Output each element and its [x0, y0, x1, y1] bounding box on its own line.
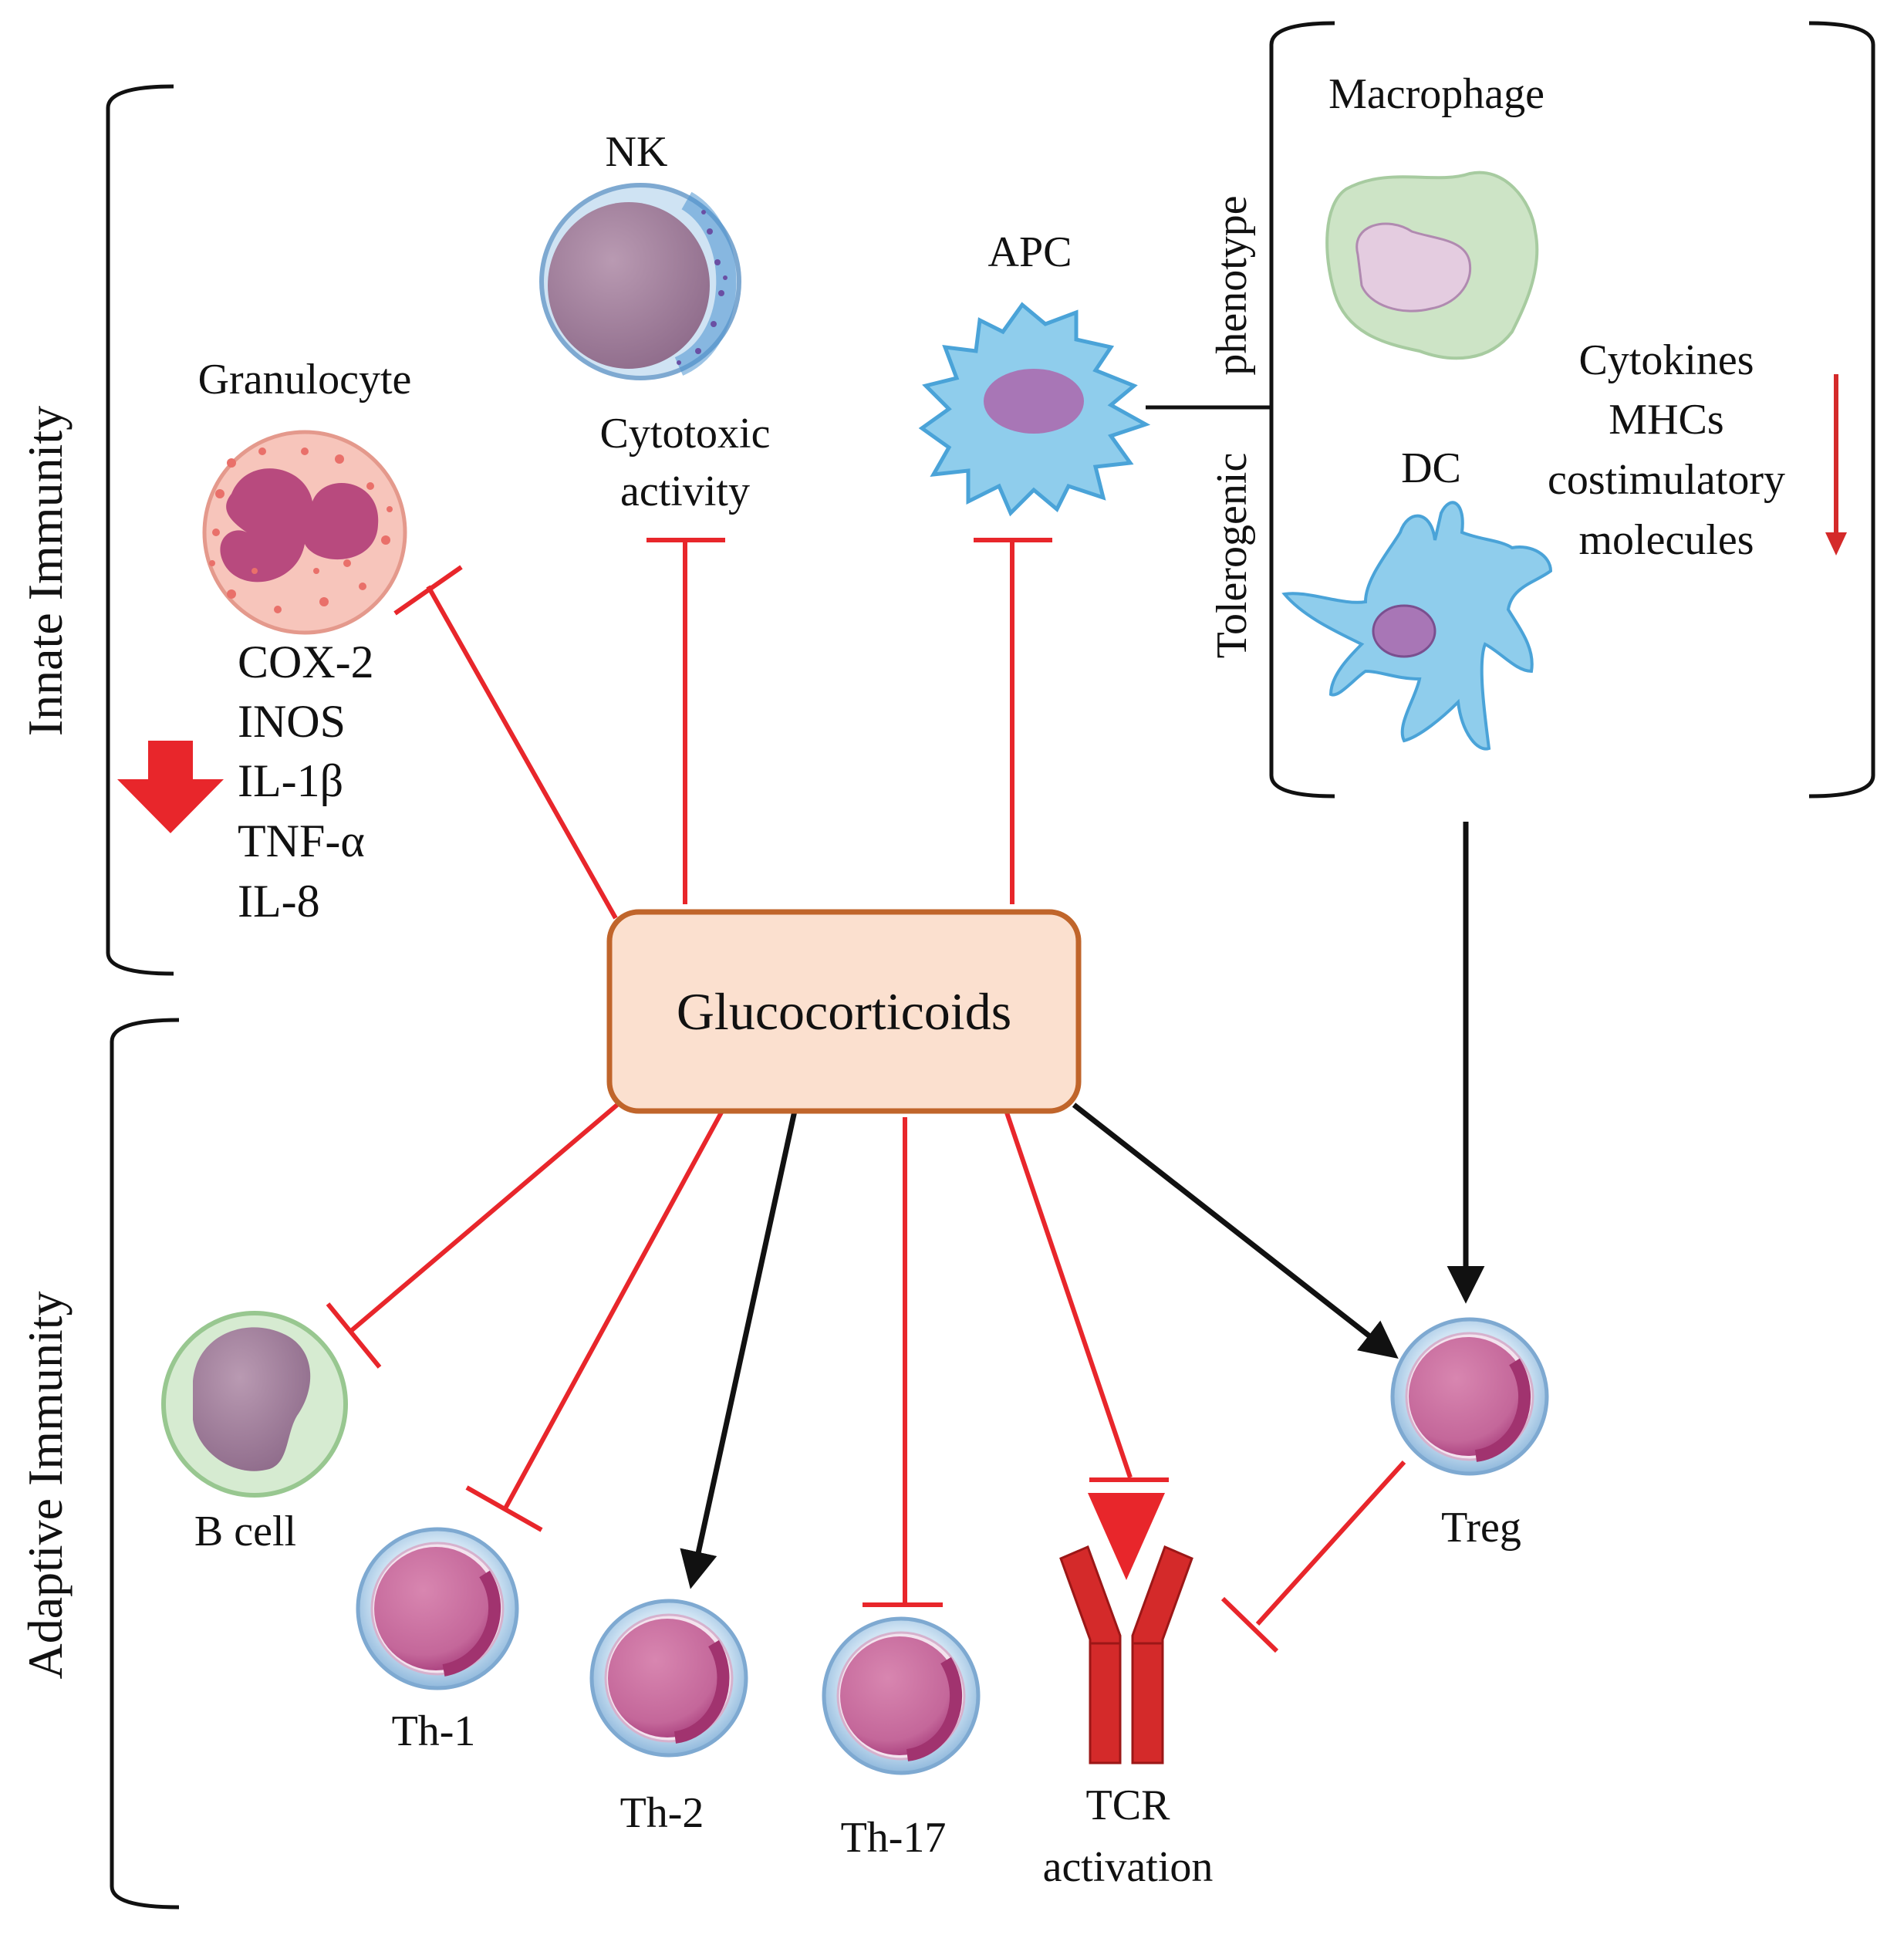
tcr-label-line1: TCR: [1086, 1781, 1171, 1829]
tcr-label-line2: activation: [1043, 1843, 1214, 1891]
antigen-triangle-icon: [1088, 1493, 1165, 1580]
nk-label: NK: [606, 128, 668, 176]
granulocyte-cell: [202, 430, 407, 635]
glucocorticoids-box: [606, 909, 1082, 1114]
dc-cell: [1281, 501, 1553, 751]
inhibit-apc-line: [974, 538, 1052, 904]
macrophage-cell: [1325, 171, 1539, 360]
marker-il1b: IL-1β: [238, 755, 343, 806]
tolerogenic-label: Tolerogenic: [1208, 453, 1256, 659]
phenotype-label: phenotype: [1208, 195, 1256, 375]
treg-label: Treg: [1441, 1504, 1521, 1552]
adaptive-bracket: [110, 1018, 180, 1910]
th17-cell: [822, 1616, 981, 1775]
marker-cox2: COX-2: [238, 637, 374, 687]
nk-effect-line1: Cytotoxic: [600, 410, 771, 458]
innate-immunity-label: Innate Immunity: [18, 406, 73, 736]
tcr-receptor: [1059, 1493, 1193, 1764]
inhibit-th17-line: [863, 1117, 943, 1607]
b-cell: [161, 1311, 348, 1498]
inhibit-th1-line: [465, 1111, 724, 1532]
promote-treg-arrow: [1072, 1103, 1399, 1359]
adaptive-immunity-label: Adaptive Immunity: [18, 1291, 73, 1679]
marker-tnfa: TNF-α: [238, 816, 365, 866]
dc-label: DC: [1401, 444, 1461, 492]
glucocorticoids-label: Glucocorticoids: [677, 982, 1011, 1041]
inhibit-nk-line: [646, 538, 725, 904]
th1-label: Th-1: [392, 1707, 476, 1755]
inhibit-tcr-line: [1004, 1112, 1169, 1482]
th2-cell: [589, 1599, 748, 1758]
innate-bracket: [106, 84, 174, 976]
apc-bracket-right: [1808, 21, 1875, 799]
decrease-arrow-icon: [117, 741, 224, 833]
apc-cell: [918, 302, 1151, 517]
th1-cell: [356, 1527, 519, 1690]
reduced-cytokines: Cytokines: [1578, 336, 1754, 384]
th17-label: Th-17: [841, 1814, 947, 1862]
treg-cell: [1390, 1317, 1549, 1476]
marker-inos: INOS: [238, 696, 346, 747]
nk-effect-line2: activity: [620, 468, 750, 515]
granulocyte-label: Granulocyte: [198, 356, 412, 404]
inhibit-bcell-line: [326, 1103, 619, 1369]
promote-th2-arrow: [680, 1110, 798, 1589]
apc-label: APC: [988, 228, 1072, 276]
decrease-arrow-small-icon: [1825, 374, 1847, 556]
macrophage-label: Macrophage: [1328, 70, 1544, 118]
reduced-mhcs: MHCs: [1609, 396, 1723, 444]
b-cell-label: B cell: [194, 1508, 296, 1555]
marker-il8: IL-8: [238, 876, 320, 927]
reduced-costimulatory: costimulatory: [1548, 456, 1785, 504]
reduced-molecules: molecules: [1578, 516, 1754, 564]
nk-cell: [539, 183, 741, 380]
apc-bracket-left: [1269, 21, 1335, 799]
th2-label: Th-2: [620, 1789, 704, 1837]
treg-inhibit-tcr-line: [1220, 1460, 1406, 1653]
inhibit-granulocyte-line: [393, 565, 618, 920]
